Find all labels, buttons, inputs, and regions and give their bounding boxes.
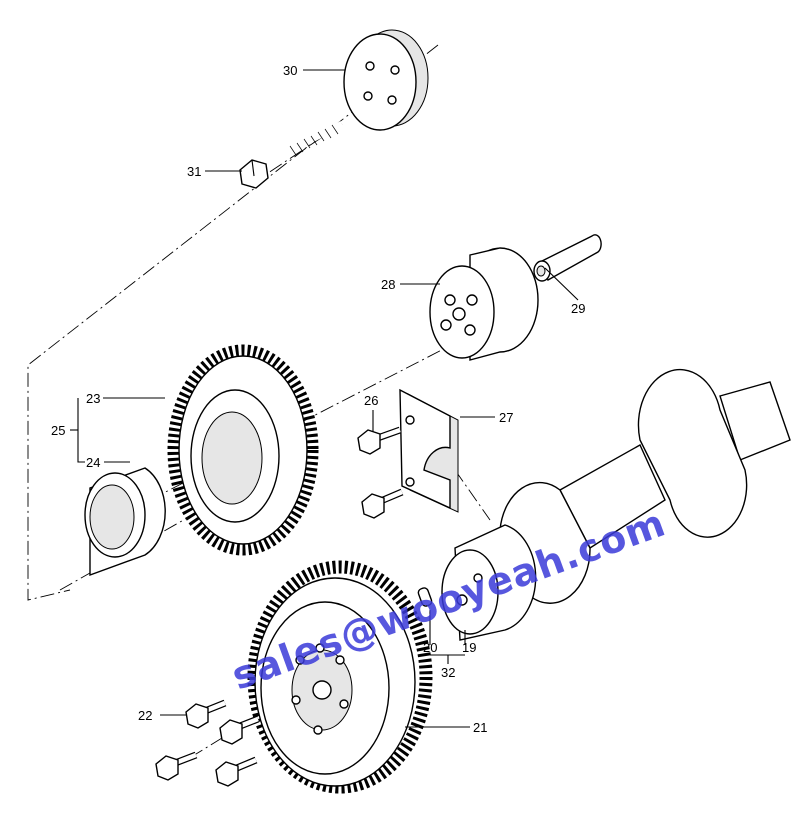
callout-19: 19 — [462, 640, 476, 655]
camshaft — [441, 368, 791, 641]
callout-21: 21 — [473, 720, 487, 735]
part-21-gear — [247, 560, 433, 794]
part-22-bolts — [155, 699, 260, 787]
callout-20: 20 — [423, 640, 437, 655]
callout-23: 23 — [86, 391, 100, 406]
callout-32: 32 — [441, 665, 455, 680]
callout-31: 31 — [187, 164, 201, 179]
part-26-bolts — [357, 426, 404, 519]
callout-29: 29 — [571, 301, 585, 316]
part-23-gear — [167, 344, 319, 556]
part-29-pin — [533, 234, 602, 282]
part-24-bushing — [84, 467, 166, 576]
part-27-plate — [399, 388, 459, 513]
part-28-hub — [429, 247, 539, 361]
callout-labels: 30 31 28 29 23 25 24 26 27 20 19 32 22 2… — [51, 63, 585, 735]
leader-lines — [70, 69, 579, 728]
callout-25: 25 — [51, 423, 65, 438]
callout-28: 28 — [381, 277, 395, 292]
part-30-pulley — [343, 29, 429, 131]
callout-27: 27 — [499, 410, 513, 425]
part-20-dowel — [417, 587, 433, 607]
callout-24: 24 — [86, 455, 100, 470]
callout-22: 22 — [138, 708, 152, 723]
part-31-bolt — [239, 121, 344, 189]
callout-26: 26 — [364, 393, 378, 408]
callout-30: 30 — [283, 63, 297, 78]
